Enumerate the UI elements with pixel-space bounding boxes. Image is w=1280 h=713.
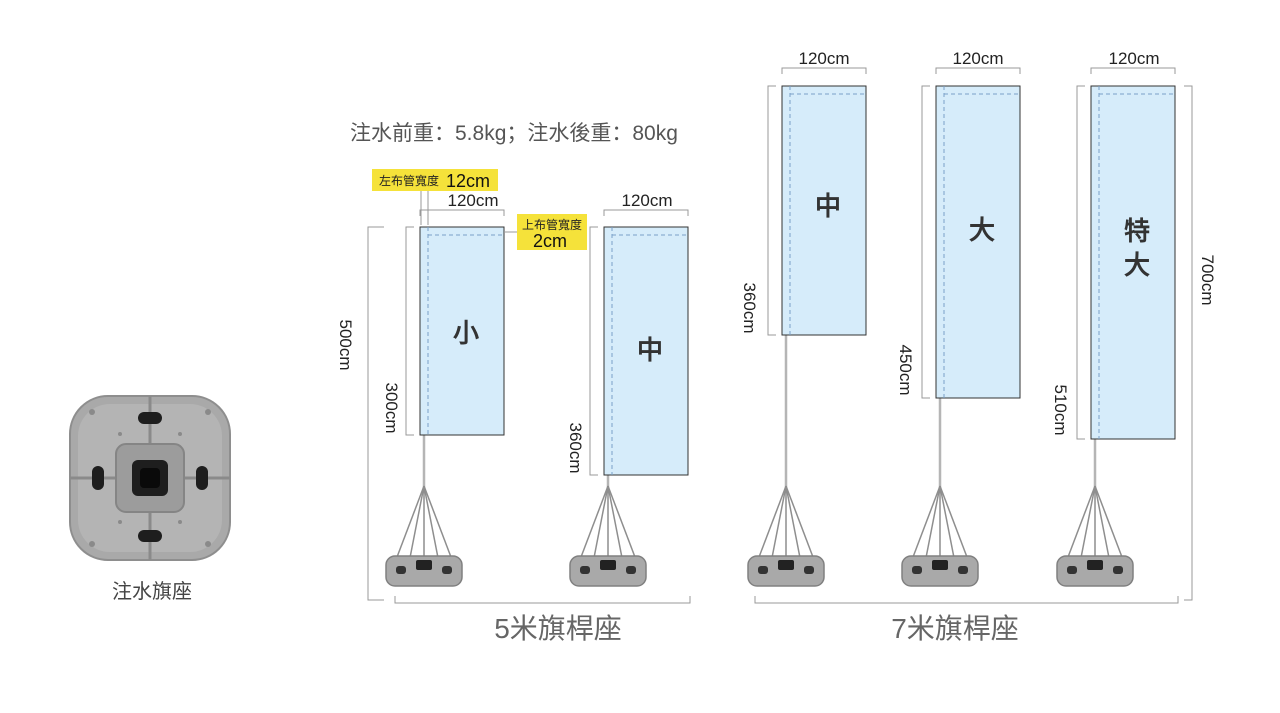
group-7m-label: 7米旗桿座	[891, 613, 1019, 644]
flag-assembly-3: 中 120cm 360cm	[740, 49, 867, 587]
flag-width: 120cm	[798, 49, 849, 68]
top-sleeve-callout: 上布管寬度 2cm	[505, 214, 587, 251]
flag-height: 450cm	[896, 344, 915, 395]
flag-height: 300cm	[382, 382, 401, 433]
top-sleeve-label: 上布管寬度	[522, 217, 582, 232]
flag-banner	[935, 85, 1021, 399]
flag-assembly-1: 小 120cm 300cm	[382, 191, 505, 587]
water-base-large	[69, 395, 231, 561]
flag-width: 120cm	[621, 191, 672, 210]
left-sleeve-value: 12cm	[446, 171, 490, 191]
weight-note: 注水前重：5.8kg；注水後重：80kg	[350, 122, 678, 145]
group-5m: 5米旗桿座	[394, 596, 691, 644]
flag-size-label: 中	[815, 191, 841, 221]
group-5m-height-bracket: 500cm	[336, 226, 384, 601]
water-base-small	[569, 555, 647, 587]
flag-width: 120cm	[1108, 49, 1159, 68]
water-base-small	[385, 555, 463, 587]
flag-width: 120cm	[952, 49, 1003, 68]
group-5m-total-height: 500cm	[336, 319, 355, 370]
flag-assembly-2: 中 120cm 360cm	[566, 191, 689, 587]
water-base-small	[1056, 555, 1134, 587]
flag-size-label: 大	[969, 215, 995, 245]
flag-assembly-5: 特大 120cm 510cm	[1051, 49, 1176, 587]
flag-banner	[419, 226, 505, 436]
water-base-small	[747, 555, 825, 587]
top-sleeve-value: 2cm	[533, 231, 567, 251]
flag-height: 360cm	[740, 282, 759, 333]
flag-size-label-2: 大	[1124, 250, 1150, 280]
flag-size-label: 中	[637, 335, 663, 365]
group-7m-total-height: 700cm	[1198, 254, 1217, 305]
flag-banner	[781, 85, 867, 336]
group-7m-height-bracket: 700cm	[1184, 85, 1217, 601]
flag-width: 120cm	[447, 191, 498, 210]
water-base-label: 注水旗座	[112, 580, 192, 603]
flags-layer: 小 120cm 300cm 中 120cm 360cm 中 120cm 360cm 大 120cm 4…	[382, 49, 1176, 587]
left-sleeve-label: 左布管寬度	[379, 173, 439, 188]
flag-height: 510cm	[1051, 384, 1070, 435]
group-7m: 7米旗桿座	[754, 596, 1179, 644]
group-5m-label: 5米旗桿座	[494, 613, 622, 644]
water-base-small	[901, 555, 979, 587]
flag-size-label: 小	[453, 318, 479, 348]
left-sleeve-callout: 左布管寬度 12cm	[372, 169, 498, 225]
flag-height: 360cm	[566, 422, 585, 473]
flag-banner	[603, 226, 689, 476]
flag-size-label: 特	[1124, 216, 1150, 246]
flag-assembly-4: 大 120cm 450cm	[896, 49, 1021, 587]
flag-banner	[1090, 85, 1176, 440]
